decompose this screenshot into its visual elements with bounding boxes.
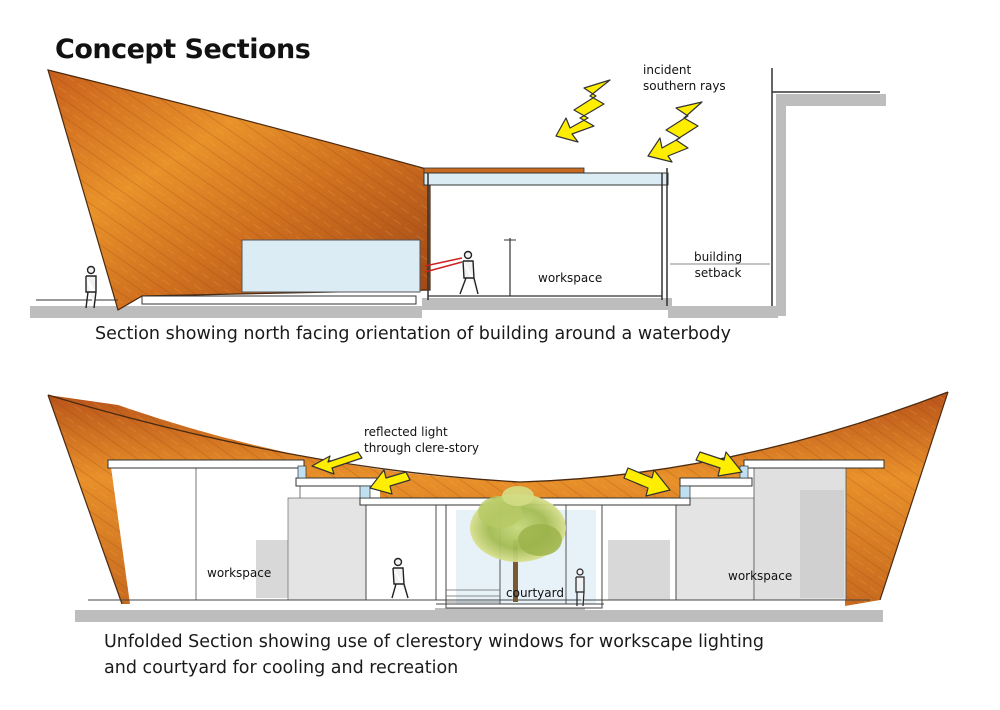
reflected-light-arrow-1 bbox=[311, 451, 363, 475]
person-courtyard-icon bbox=[575, 568, 585, 607]
label-setback-line2: setback bbox=[694, 266, 742, 280]
roof-slab-left bbox=[107, 459, 305, 469]
setback-wall-shadow bbox=[776, 94, 786, 316]
ground-band-left bbox=[30, 306, 422, 318]
reflected-light-arrow-3 bbox=[623, 467, 671, 497]
clerestory-band bbox=[423, 172, 669, 186]
section-2-unfolded bbox=[47, 391, 949, 622]
courtyard-steps bbox=[446, 589, 500, 603]
label-workspace-right: workspace bbox=[728, 569, 793, 583]
caption-section2-line1: Unfolded Section showing use of cleresto… bbox=[104, 632, 765, 652]
label-workspace-section1: workspace bbox=[538, 271, 603, 285]
label-reflected-line1: reflected light bbox=[364, 425, 448, 439]
page-title: Concept Sections bbox=[55, 34, 311, 65]
clerestory-left bbox=[297, 465, 307, 479]
sun-ray-arrow-2 bbox=[647, 101, 703, 163]
person-walking-icon bbox=[391, 557, 409, 599]
label-incident-line1: incident bbox=[643, 63, 692, 77]
person-outside-icon bbox=[85, 265, 97, 309]
ground-band-right bbox=[668, 306, 778, 318]
roof-shadow-right bbox=[776, 94, 886, 106]
label-reflected-line2: through clere-story bbox=[364, 441, 479, 455]
label-incident-line2: southern rays bbox=[643, 79, 726, 93]
roof-slab-1 bbox=[423, 167, 585, 174]
left-workspace-volume bbox=[195, 463, 301, 601]
sun-ray-arrow-1 bbox=[555, 79, 611, 143]
label-building-setback: building setback bbox=[694, 249, 742, 281]
courtyard-tree-icon bbox=[470, 486, 566, 602]
waterbody-glass bbox=[241, 239, 421, 293]
caption-section1: Section showing north facing orientation… bbox=[95, 324, 731, 344]
label-workspace-left: workspace bbox=[207, 566, 272, 580]
ground-band-mid bbox=[422, 298, 672, 310]
label-incident-rays: incident southern rays bbox=[643, 62, 726, 94]
label-courtyard: courtyard bbox=[506, 586, 564, 600]
reflected-light-arrow-4 bbox=[695, 451, 743, 477]
roof-slab-right bbox=[743, 459, 885, 469]
reflected-light-arrow-2 bbox=[369, 469, 411, 495]
label-setback-line1: building bbox=[694, 250, 743, 264]
label-reflected-light: reflected light through clere-story bbox=[364, 424, 479, 456]
caption-section2-line2: and courtyard for cooling and recreation bbox=[104, 658, 459, 678]
section-1-north-facing bbox=[30, 68, 886, 318]
caption-section2: Unfolded Section showing use of cleresto… bbox=[104, 629, 764, 681]
person-inside-icon bbox=[459, 250, 479, 295]
